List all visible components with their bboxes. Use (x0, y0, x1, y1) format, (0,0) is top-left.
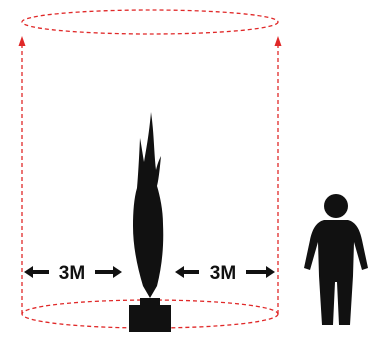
left-up-arrow-icon (19, 36, 26, 46)
right-clearance-dimension: 3M (175, 263, 275, 284)
fire-machine-body (129, 305, 171, 332)
left-clearance-dimension: 3M (24, 263, 122, 284)
safety-zone-top-ellipse (22, 10, 278, 34)
person-body (304, 220, 368, 325)
left-clearance-left-shaft (32, 270, 49, 274)
right-clearance-label: 3M (210, 263, 236, 284)
left-clearance-right-shaft (95, 270, 113, 274)
person-head (324, 194, 348, 218)
left-clearance-left-arrow-icon (24, 266, 33, 278)
left-clearance-label: 3M (59, 263, 85, 284)
right-clearance-left-shaft (183, 270, 199, 274)
fire-machine-nozzle (140, 298, 160, 305)
left-clearance-right-arrow-icon (113, 266, 122, 278)
right-clearance-right-shaft (246, 270, 266, 274)
right-clearance-right-arrow-icon (266, 266, 275, 278)
flame-icon (133, 112, 163, 298)
right-up-arrow-icon (275, 36, 282, 46)
person-icon (304, 194, 368, 325)
right-clearance-left-arrow-icon (175, 266, 184, 278)
upward-arrows (19, 36, 282, 46)
fire-machine-icon (129, 298, 171, 332)
